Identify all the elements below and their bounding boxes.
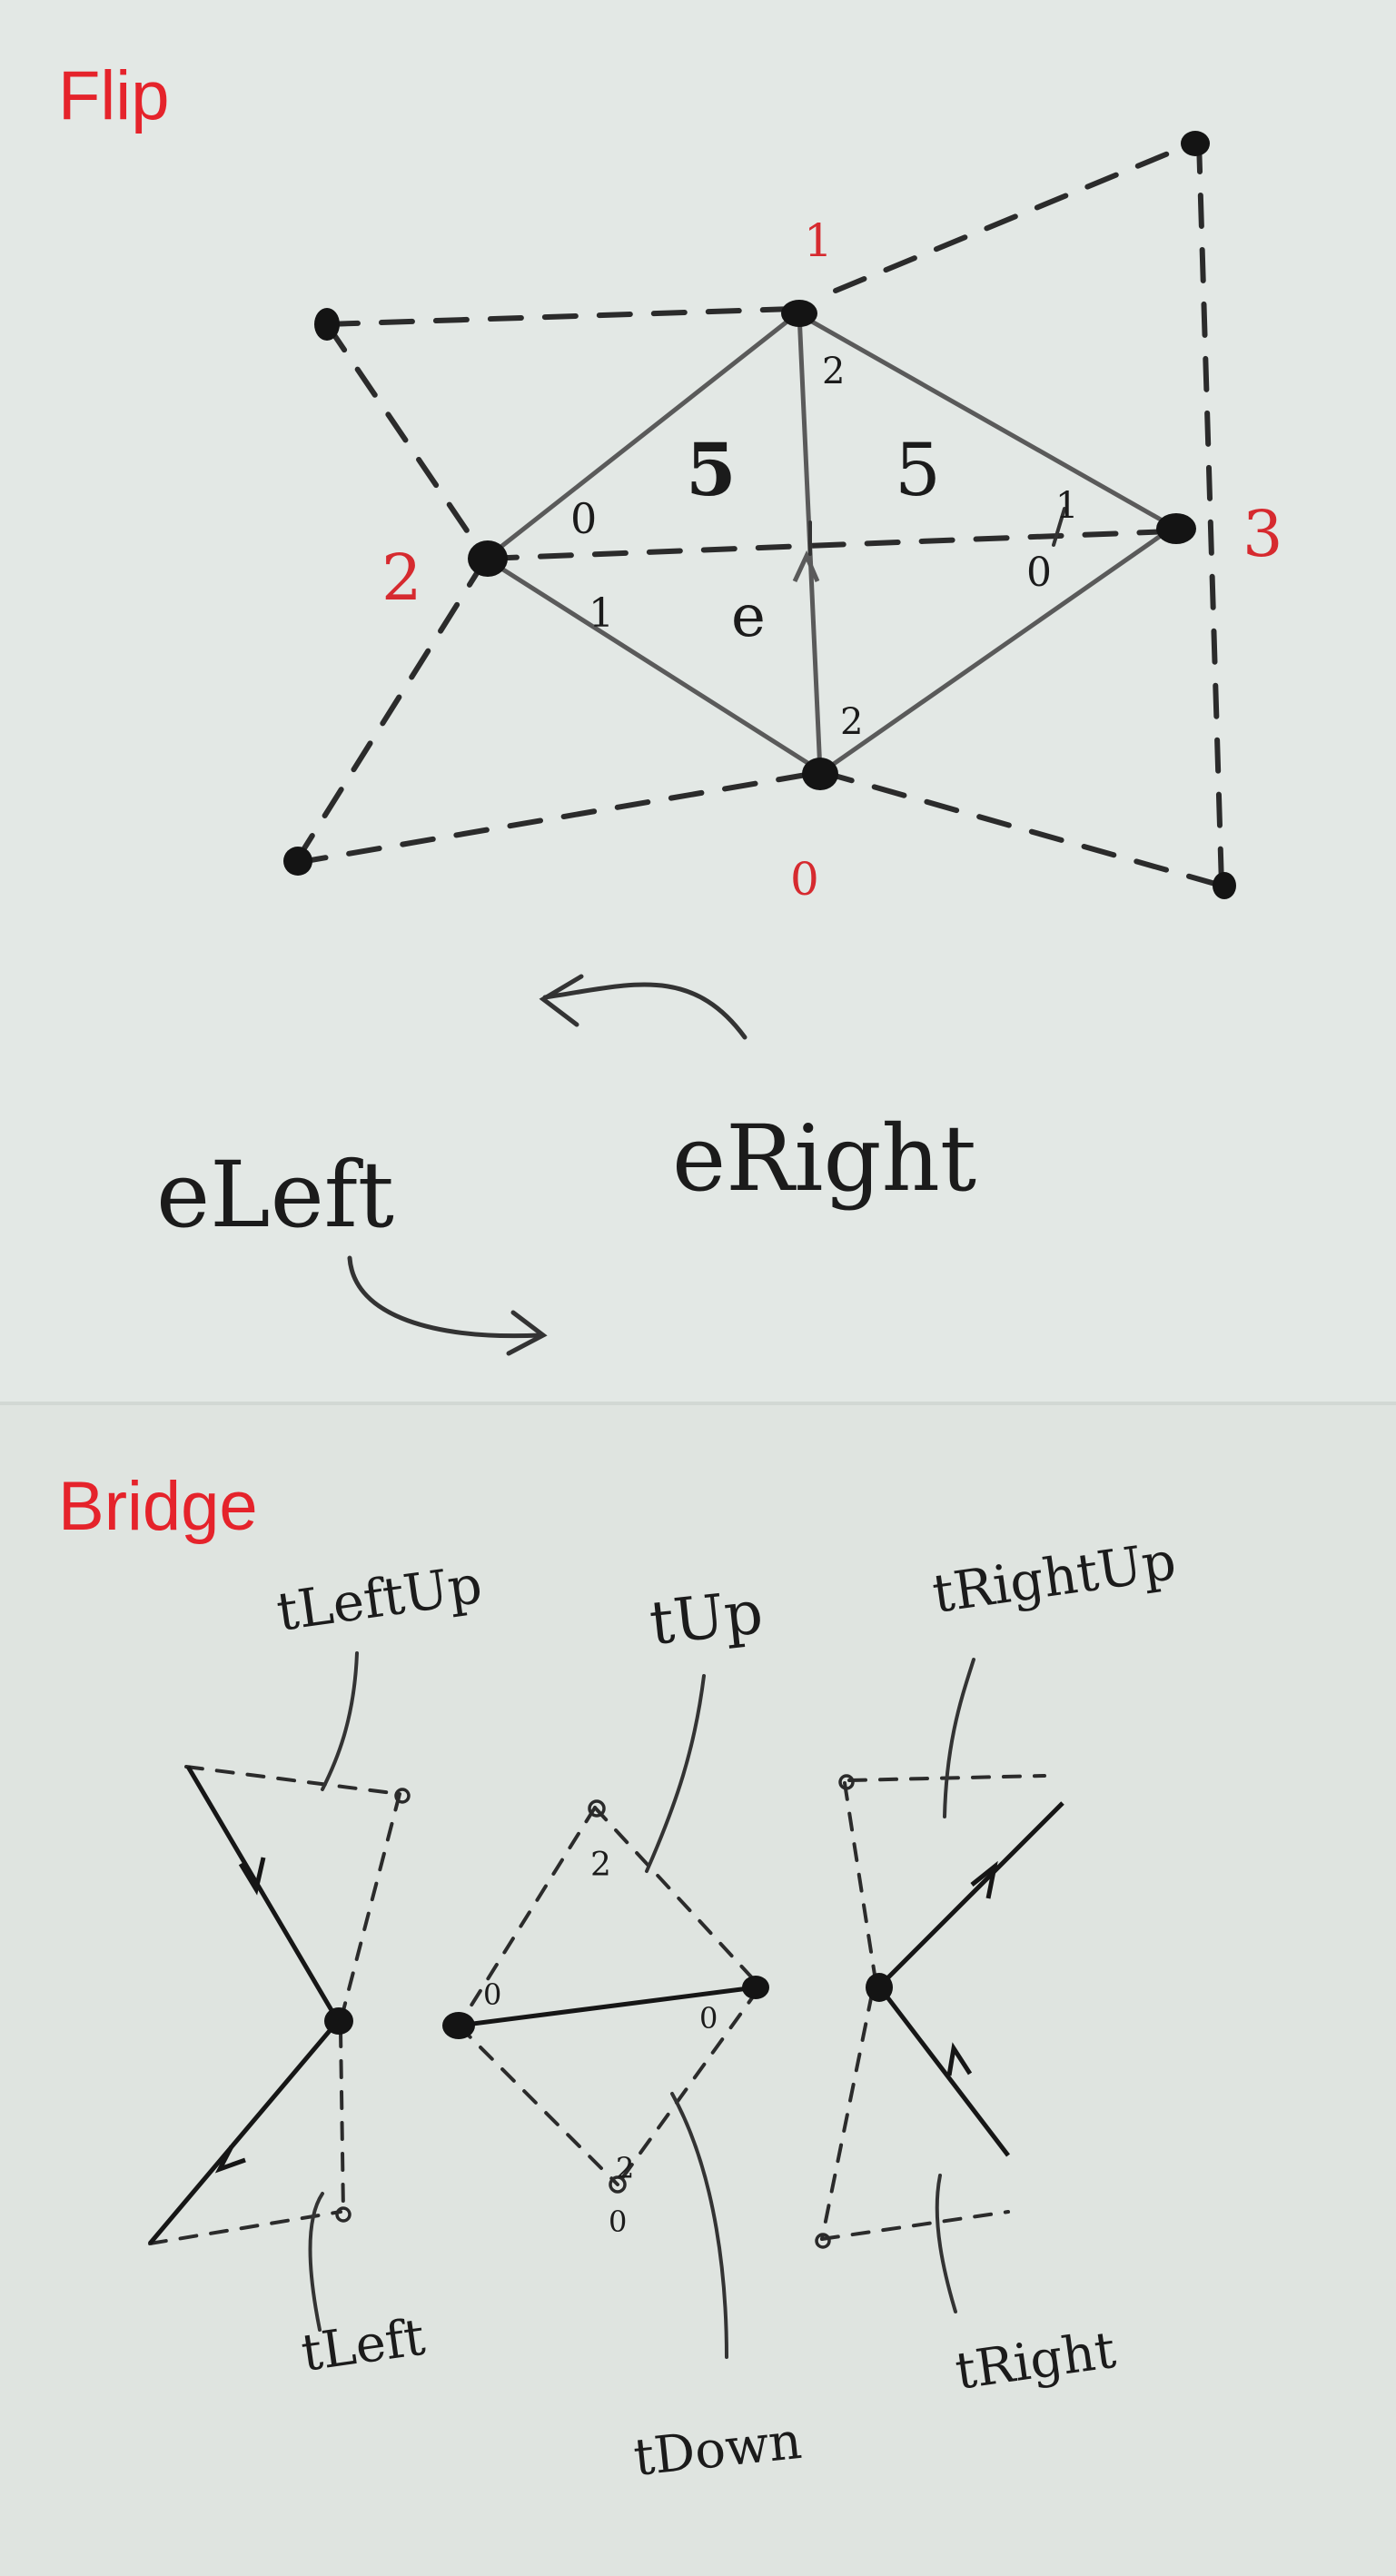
bridge-corner-bottom-2: 2 bbox=[616, 2151, 634, 2185]
bridge-middle-diamond bbox=[442, 1674, 769, 2359]
label-eleft: eLeft bbox=[156, 1142, 394, 1248]
vertex-label-0: 0 bbox=[790, 853, 819, 906]
vertex-2 bbox=[468, 540, 508, 577]
flip-title: Flip bbox=[58, 57, 170, 134]
bridge-diagram: 2 0 0 2 0 tLeftUp tUp tRightUp tLeft tDo… bbox=[148, 1530, 1180, 2488]
vertex-1 bbox=[781, 300, 817, 327]
bridge-title: Bridge bbox=[58, 1468, 258, 1545]
corner-label-top-vertex: 2 bbox=[822, 351, 845, 392]
bridge-right-open-vertex-bottom bbox=[815, 2233, 831, 2249]
bridge-right-fan bbox=[815, 1658, 1064, 2313]
panel-divider bbox=[0, 1402, 1396, 1405]
corner-label-bottom-vertex: 2 bbox=[840, 701, 863, 743]
bridge-left-open-vertex-bottom bbox=[335, 2206, 351, 2223]
corner-label-bottom-left: 1 bbox=[589, 590, 614, 637]
vertex-outer-top-left bbox=[314, 308, 340, 341]
vertex-outer-top-right bbox=[1181, 131, 1210, 156]
arrow-to-eright bbox=[347, 1255, 543, 1339]
vertex-label-2: 2 bbox=[381, 540, 422, 615]
label-trightup: tRightUp bbox=[928, 1530, 1179, 1625]
label-tright: tRight bbox=[952, 2321, 1120, 2402]
bridge-left-vertex bbox=[324, 2007, 353, 2035]
bridge-middle-open-vertex-top bbox=[588, 1799, 606, 1818]
bridge-right-vertex bbox=[866, 1973, 893, 2002]
vertex-label-1: 1 bbox=[804, 214, 833, 267]
arrow-to-eleft-head bbox=[539, 974, 584, 1027]
bridge-corner-left-0: 0 bbox=[483, 1977, 501, 2012]
bridge-panel bbox=[0, 1403, 1396, 2576]
vertex-outer-bottom-left bbox=[283, 847, 312, 876]
label-tleftup: tLeftUp bbox=[272, 1553, 485, 1643]
flip-outer-dashed-edges bbox=[292, 138, 1224, 888]
vertex-0 bbox=[802, 758, 838, 790]
arrow-to-eleft bbox=[542, 982, 748, 1040]
rotation-mark-left: 5 bbox=[686, 427, 737, 512]
vertex-label-3: 3 bbox=[1243, 497, 1283, 571]
bridge-corner-bottom-0: 0 bbox=[609, 2204, 627, 2239]
corner-label-right-upper: 1 bbox=[1055, 485, 1078, 527]
bridge-left-fan bbox=[148, 1651, 411, 2332]
bridge-middle-right-vertex bbox=[742, 1976, 769, 1999]
label-tup: tUp bbox=[647, 1577, 767, 1659]
bridge-corner-top-2: 2 bbox=[590, 1847, 611, 1884]
flip-diagram: 1 2 3 0 0 1 2 2 1 0 5 5 e eLeft eRight bbox=[156, 131, 1283, 1356]
flip-vertices bbox=[283, 131, 1236, 899]
edge-label-e: e bbox=[731, 583, 766, 650]
bridge-middle-left-vertex bbox=[442, 2012, 475, 2039]
flip-panel bbox=[0, 0, 1396, 1403]
bridge-corner-right-0: 0 bbox=[699, 2001, 718, 2036]
bridge-middle-open-vertex-bottom bbox=[609, 2175, 627, 2194]
arrow-to-eright-head bbox=[506, 1310, 548, 1356]
corner-label-right-lower: 0 bbox=[1026, 550, 1052, 596]
label-eright: eRight bbox=[672, 1105, 976, 1212]
bridge-left-open-vertex-top bbox=[394, 1788, 411, 1804]
diagonal-tick-right bbox=[1052, 507, 1066, 547]
corner-label-top-left: 0 bbox=[570, 494, 597, 543]
bridge-right-open-vertex-top bbox=[838, 1774, 855, 1790]
label-tdown: tDown bbox=[631, 2412, 805, 2488]
vertex-outer-bottom-right bbox=[1213, 872, 1236, 899]
rotation-mark-right: 5 bbox=[895, 428, 941, 512]
edge-e-arrowhead bbox=[792, 550, 820, 583]
vertex-3 bbox=[1156, 513, 1196, 544]
